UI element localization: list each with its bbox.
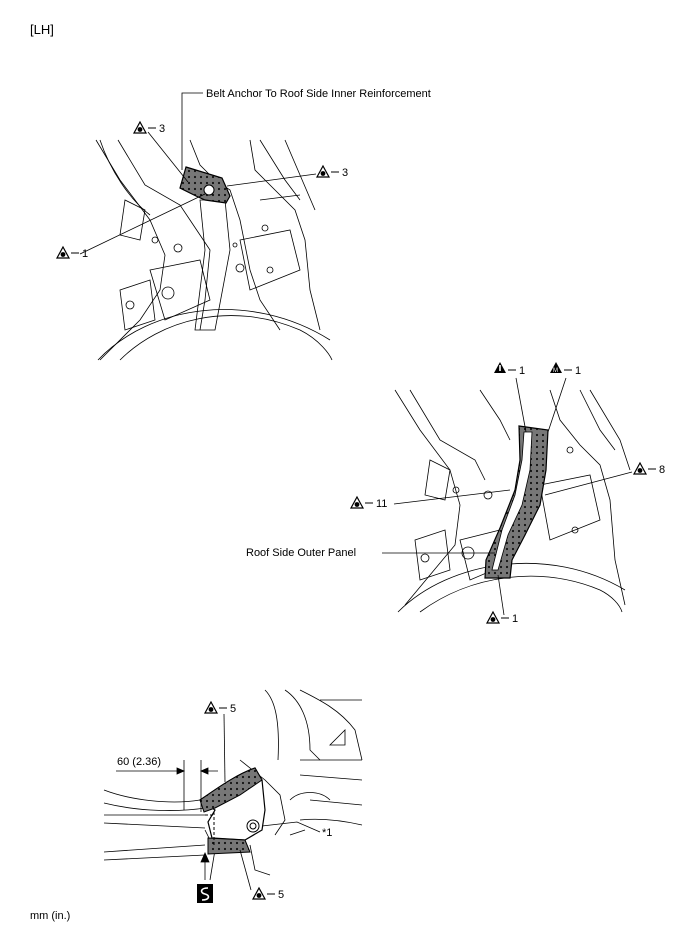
side-label: [LH] [30, 22, 54, 37]
adhesive-count: 1 [519, 365, 525, 377]
weld-count-upper-left: 3 [159, 123, 165, 135]
svg-text:M: M [553, 368, 558, 374]
spot-weld-icon [316, 165, 330, 178]
figure2-leaders [382, 377, 633, 616]
weld-count-left: 11 [376, 498, 387, 510]
weld-count-bottom: 5 [278, 889, 284, 901]
spot-weld-icon [633, 462, 647, 475]
dimension-lines [116, 760, 218, 812]
spot-weld-icon [133, 121, 147, 134]
dimension-label: 60 (2.36) [117, 756, 161, 768]
roof-side-outer-panel-label: Roof Side Outer Panel [246, 547, 356, 559]
unit-note: mm (in.) [30, 910, 71, 922]
weld-count-lower-left: 1 [82, 248, 88, 260]
spot-weld-icon [204, 701, 218, 714]
rocker-panel-section [198, 767, 266, 855]
spot-weld-icon [252, 887, 266, 900]
figure1-body-panel [95, 139, 333, 361]
weld-count-top: 5 [230, 703, 236, 715]
figure3-leaders [200, 713, 321, 891]
belt-anchor-reinforcement [179, 166, 231, 204]
saw-cut-icon [197, 884, 213, 903]
weld-count-bottom: 1 [512, 613, 518, 625]
mig-count: 1 [575, 365, 581, 377]
belt-anchor-label: Belt Anchor To Roof Side Inner Reinforce… [206, 88, 431, 100]
triangle-m-icon: M [550, 362, 562, 374]
spot-weld-icon [350, 496, 364, 509]
spot-weld-icon [56, 246, 70, 259]
weld-count-right: 8 [659, 464, 665, 476]
figure1-leaders [79, 92, 317, 255]
reference-label: *1 [322, 827, 332, 839]
spot-weld-icon [486, 611, 500, 624]
roof-side-outer-panel-section [484, 425, 549, 579]
triangle-i-icon [494, 362, 506, 373]
figure2-body-panel [394, 389, 631, 613]
weld-count-right: 3 [342, 167, 348, 179]
